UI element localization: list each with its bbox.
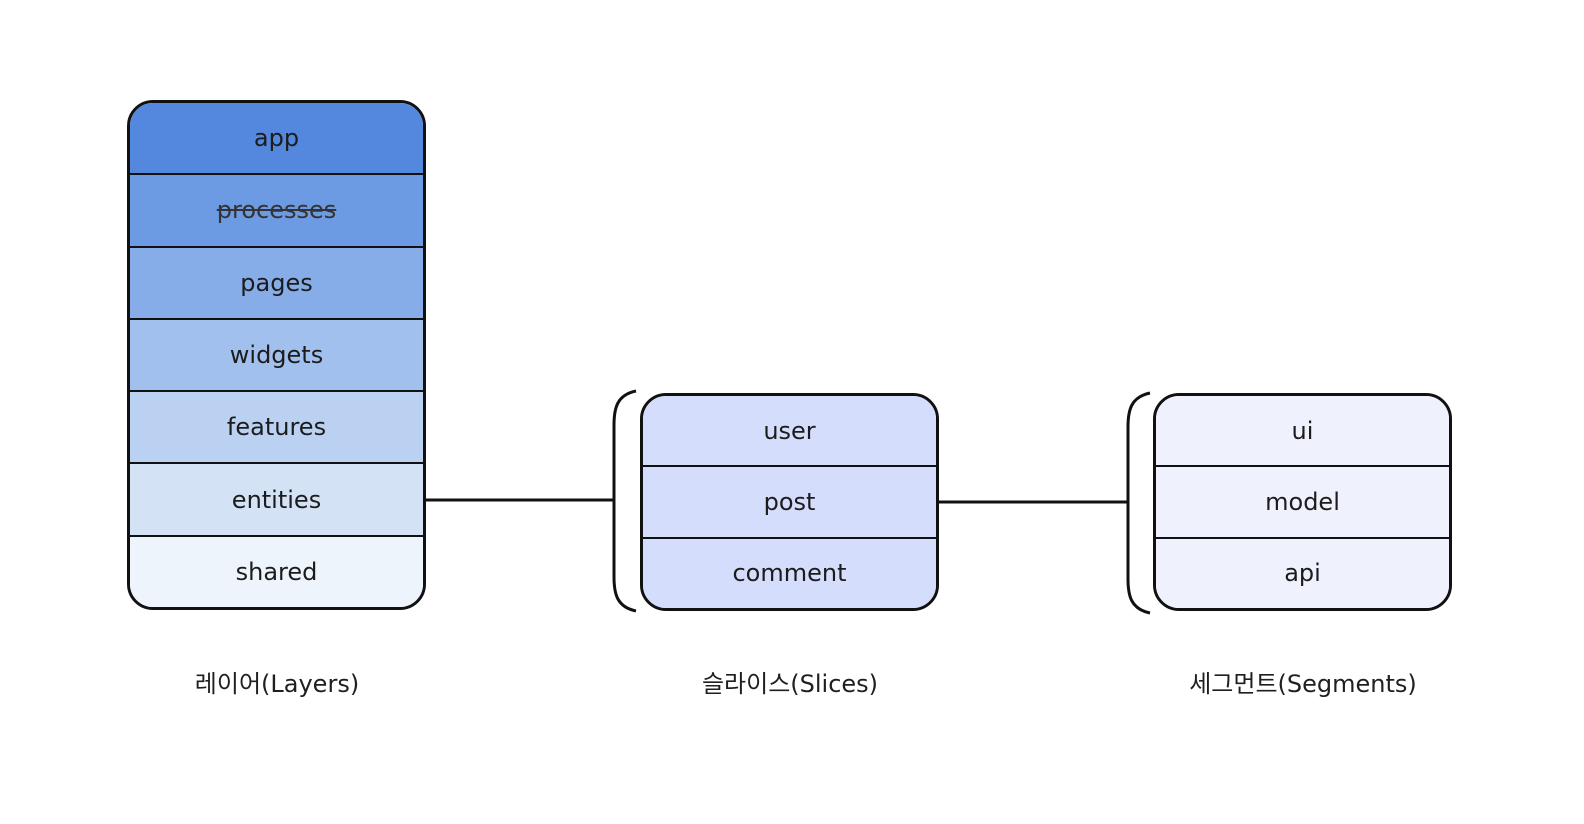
slices-stack: user post comment bbox=[640, 393, 939, 611]
slices-caption: 슬라이스(Slices) bbox=[701, 670, 879, 698]
layer-app: app bbox=[130, 103, 423, 174]
segments-stack: ui model api bbox=[1153, 393, 1452, 611]
segments-caption: 세그먼트(Segments) bbox=[1189, 670, 1417, 698]
layer-entities: entities bbox=[130, 462, 423, 535]
segments-bracket bbox=[1126, 391, 1151, 615]
layer-widgets: widgets bbox=[130, 317, 423, 391]
segment-ui: ui bbox=[1156, 396, 1449, 466]
layer-shared: shared bbox=[130, 534, 423, 607]
layer-features: features bbox=[130, 390, 423, 463]
layer-processes: processes bbox=[130, 173, 423, 246]
layer-pages: pages bbox=[130, 245, 423, 318]
segment-api: api bbox=[1156, 536, 1449, 608]
slice-post: post bbox=[643, 465, 936, 537]
layers-stack: app processes pages widgets features ent… bbox=[127, 100, 426, 610]
slices-bracket bbox=[612, 389, 637, 613]
slice-user: user bbox=[643, 396, 936, 466]
segment-model: model bbox=[1156, 465, 1449, 537]
slice-comment: comment bbox=[643, 536, 936, 608]
layers-caption: 레이어(Layers) bbox=[194, 670, 360, 698]
